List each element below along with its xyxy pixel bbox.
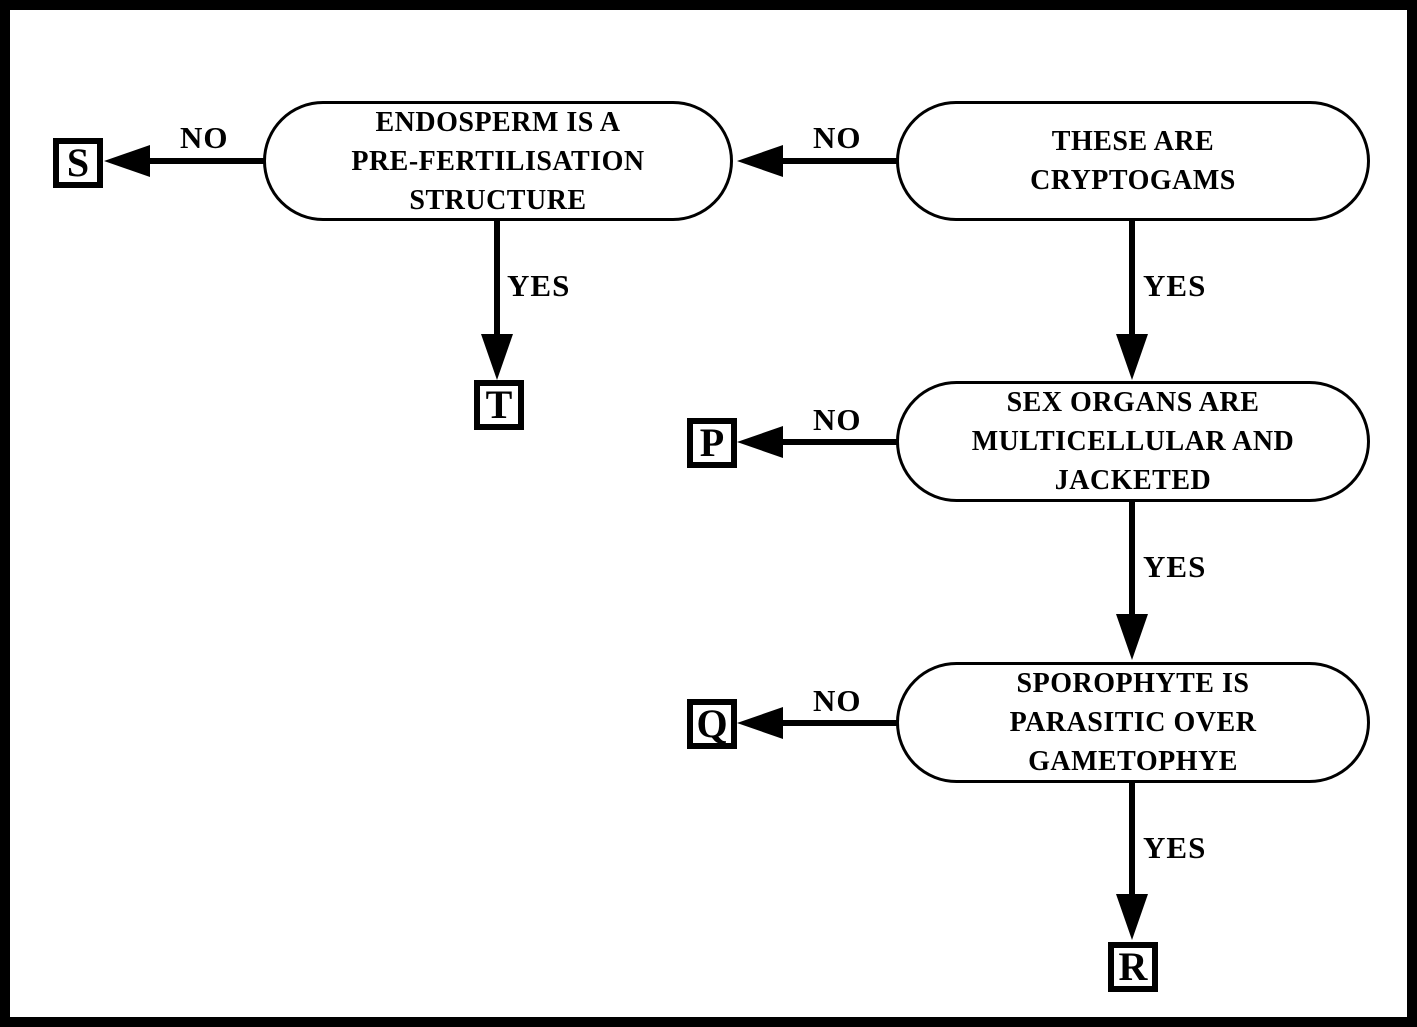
- edge-label-no: NO: [813, 402, 862, 437]
- edge-label-yes: YES: [1143, 268, 1207, 303]
- terminal-box-s: S: [53, 138, 103, 188]
- arrow-cryptogams-to-endosperm-line: [778, 158, 897, 164]
- node-sex-organs-line: SEX ORGANS ARE: [1006, 387, 1260, 418]
- terminal-letter-q: Q: [696, 701, 728, 746]
- terminal-letter-s: S: [66, 140, 90, 185]
- arrow-endosperm-to-t-line: [494, 221, 500, 338]
- terminal-letter-t: T: [485, 382, 513, 427]
- terminal-box-t: T: [474, 380, 524, 430]
- edge-label-yes: YES: [1143, 830, 1207, 865]
- edge-label-no: NO: [813, 120, 862, 155]
- arrow-sexorgans-to-p-line: [778, 439, 897, 445]
- node-endosperm-line: STRUCTURE: [409, 184, 587, 216]
- node-cryptogams-line: THESE ARE: [1051, 126, 1215, 157]
- arrow-cryptogams-to-sexorgans-line: [1129, 221, 1135, 338]
- terminal-letter-p: P: [699, 420, 725, 465]
- terminal-box-q: Q: [687, 699, 737, 749]
- node-sporophyte-line: SPOROPHYTE IS: [1016, 668, 1250, 699]
- node-sporophyte: SPOROPHYTE IS PARASITIC OVER GAMETOPHYE: [896, 662, 1370, 783]
- terminal-letter-r: R: [1118, 944, 1148, 989]
- arrow-sporophyte-to-r-line: [1129, 783, 1135, 898]
- node-sporophyte-line: GAMETOPHYE: [1028, 746, 1238, 777]
- edge-label-yes: YES: [1143, 549, 1207, 584]
- node-endosperm-line: ENDOSPERM IS A: [375, 106, 621, 138]
- arrow-sexorgans-to-sporophyte-line: [1129, 502, 1135, 618]
- arrow-down-head-icon: [1116, 334, 1148, 380]
- arrow-down-head-icon: [1116, 894, 1148, 940]
- node-sex-organs: SEX ORGANS ARE MULTICELLULAR AND JACKETE…: [896, 381, 1370, 502]
- edge-label-no: NO: [813, 683, 862, 718]
- arrow-left-head-icon: [737, 707, 783, 739]
- arrow-down-head-icon: [1116, 614, 1148, 660]
- node-endosperm-line: PRE-FERTILISATION: [351, 145, 645, 177]
- node-cryptogams-line: CRYPTOGAMS: [1030, 165, 1236, 196]
- arrow-left-head-icon: [104, 145, 150, 177]
- edge-label-yes: YES: [507, 268, 571, 303]
- arrow-down-head-icon: [481, 334, 513, 380]
- node-sex-organs-line: JACKETED: [1054, 465, 1212, 496]
- arrow-left-head-icon: [737, 426, 783, 458]
- node-sporophyte-line: PARASITIC OVER: [1009, 707, 1257, 738]
- arrow-endosperm-to-s-line: [142, 158, 264, 164]
- terminal-box-r: R: [1108, 942, 1158, 992]
- arrow-sporophyte-to-q-line: [778, 720, 897, 726]
- edge-label-no: NO: [180, 120, 229, 155]
- node-endosperm: ENDOSPERM IS A PRE-FERTILISATION STRUCTU…: [263, 101, 733, 221]
- node-cryptogams: THESE ARE CRYPTOGAMS: [896, 101, 1370, 221]
- terminal-box-p: P: [687, 418, 737, 468]
- arrow-left-head-icon: [737, 145, 783, 177]
- node-sex-organs-line: MULTICELLULAR AND: [971, 426, 1295, 457]
